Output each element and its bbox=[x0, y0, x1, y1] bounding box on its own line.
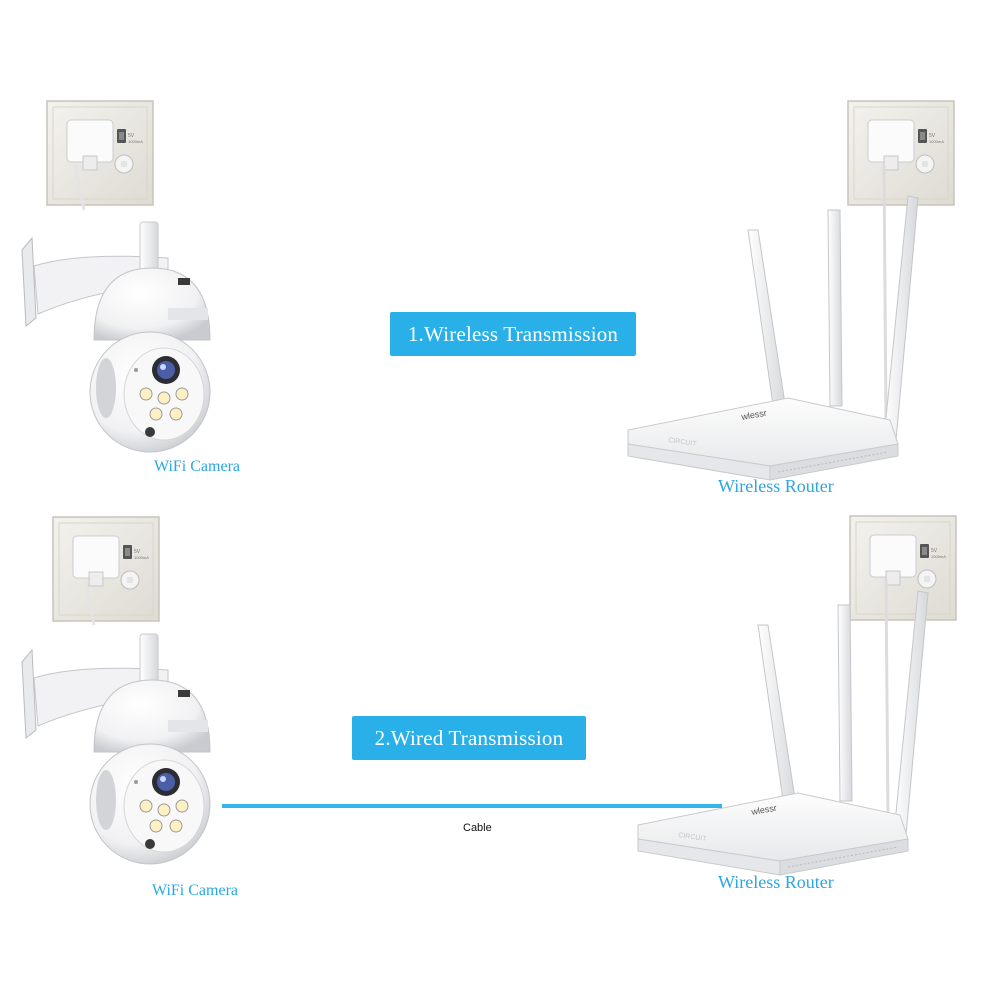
wall-socket-icon bbox=[849, 515, 957, 621]
camera-icon bbox=[21, 633, 211, 865]
camera-caption: WiFi Camera bbox=[152, 882, 238, 899]
camera-caption: WiFi Camera bbox=[154, 458, 240, 475]
router-caption: Wireless Router bbox=[718, 872, 834, 892]
wired-transmission-label: 2.Wired Transmission bbox=[352, 716, 586, 760]
wall-socket-icon bbox=[847, 100, 955, 206]
cable-label: Cable bbox=[463, 822, 492, 834]
wireless-transmission-label: 1.Wireless Transmission bbox=[390, 312, 636, 356]
camera-icon bbox=[21, 221, 211, 453]
router-caption: Wireless Router bbox=[718, 476, 834, 496]
wall-socket-icon bbox=[52, 516, 160, 622]
router-icon bbox=[627, 195, 919, 481]
router-icon bbox=[637, 590, 929, 876]
wall-socket-icon bbox=[46, 100, 154, 206]
